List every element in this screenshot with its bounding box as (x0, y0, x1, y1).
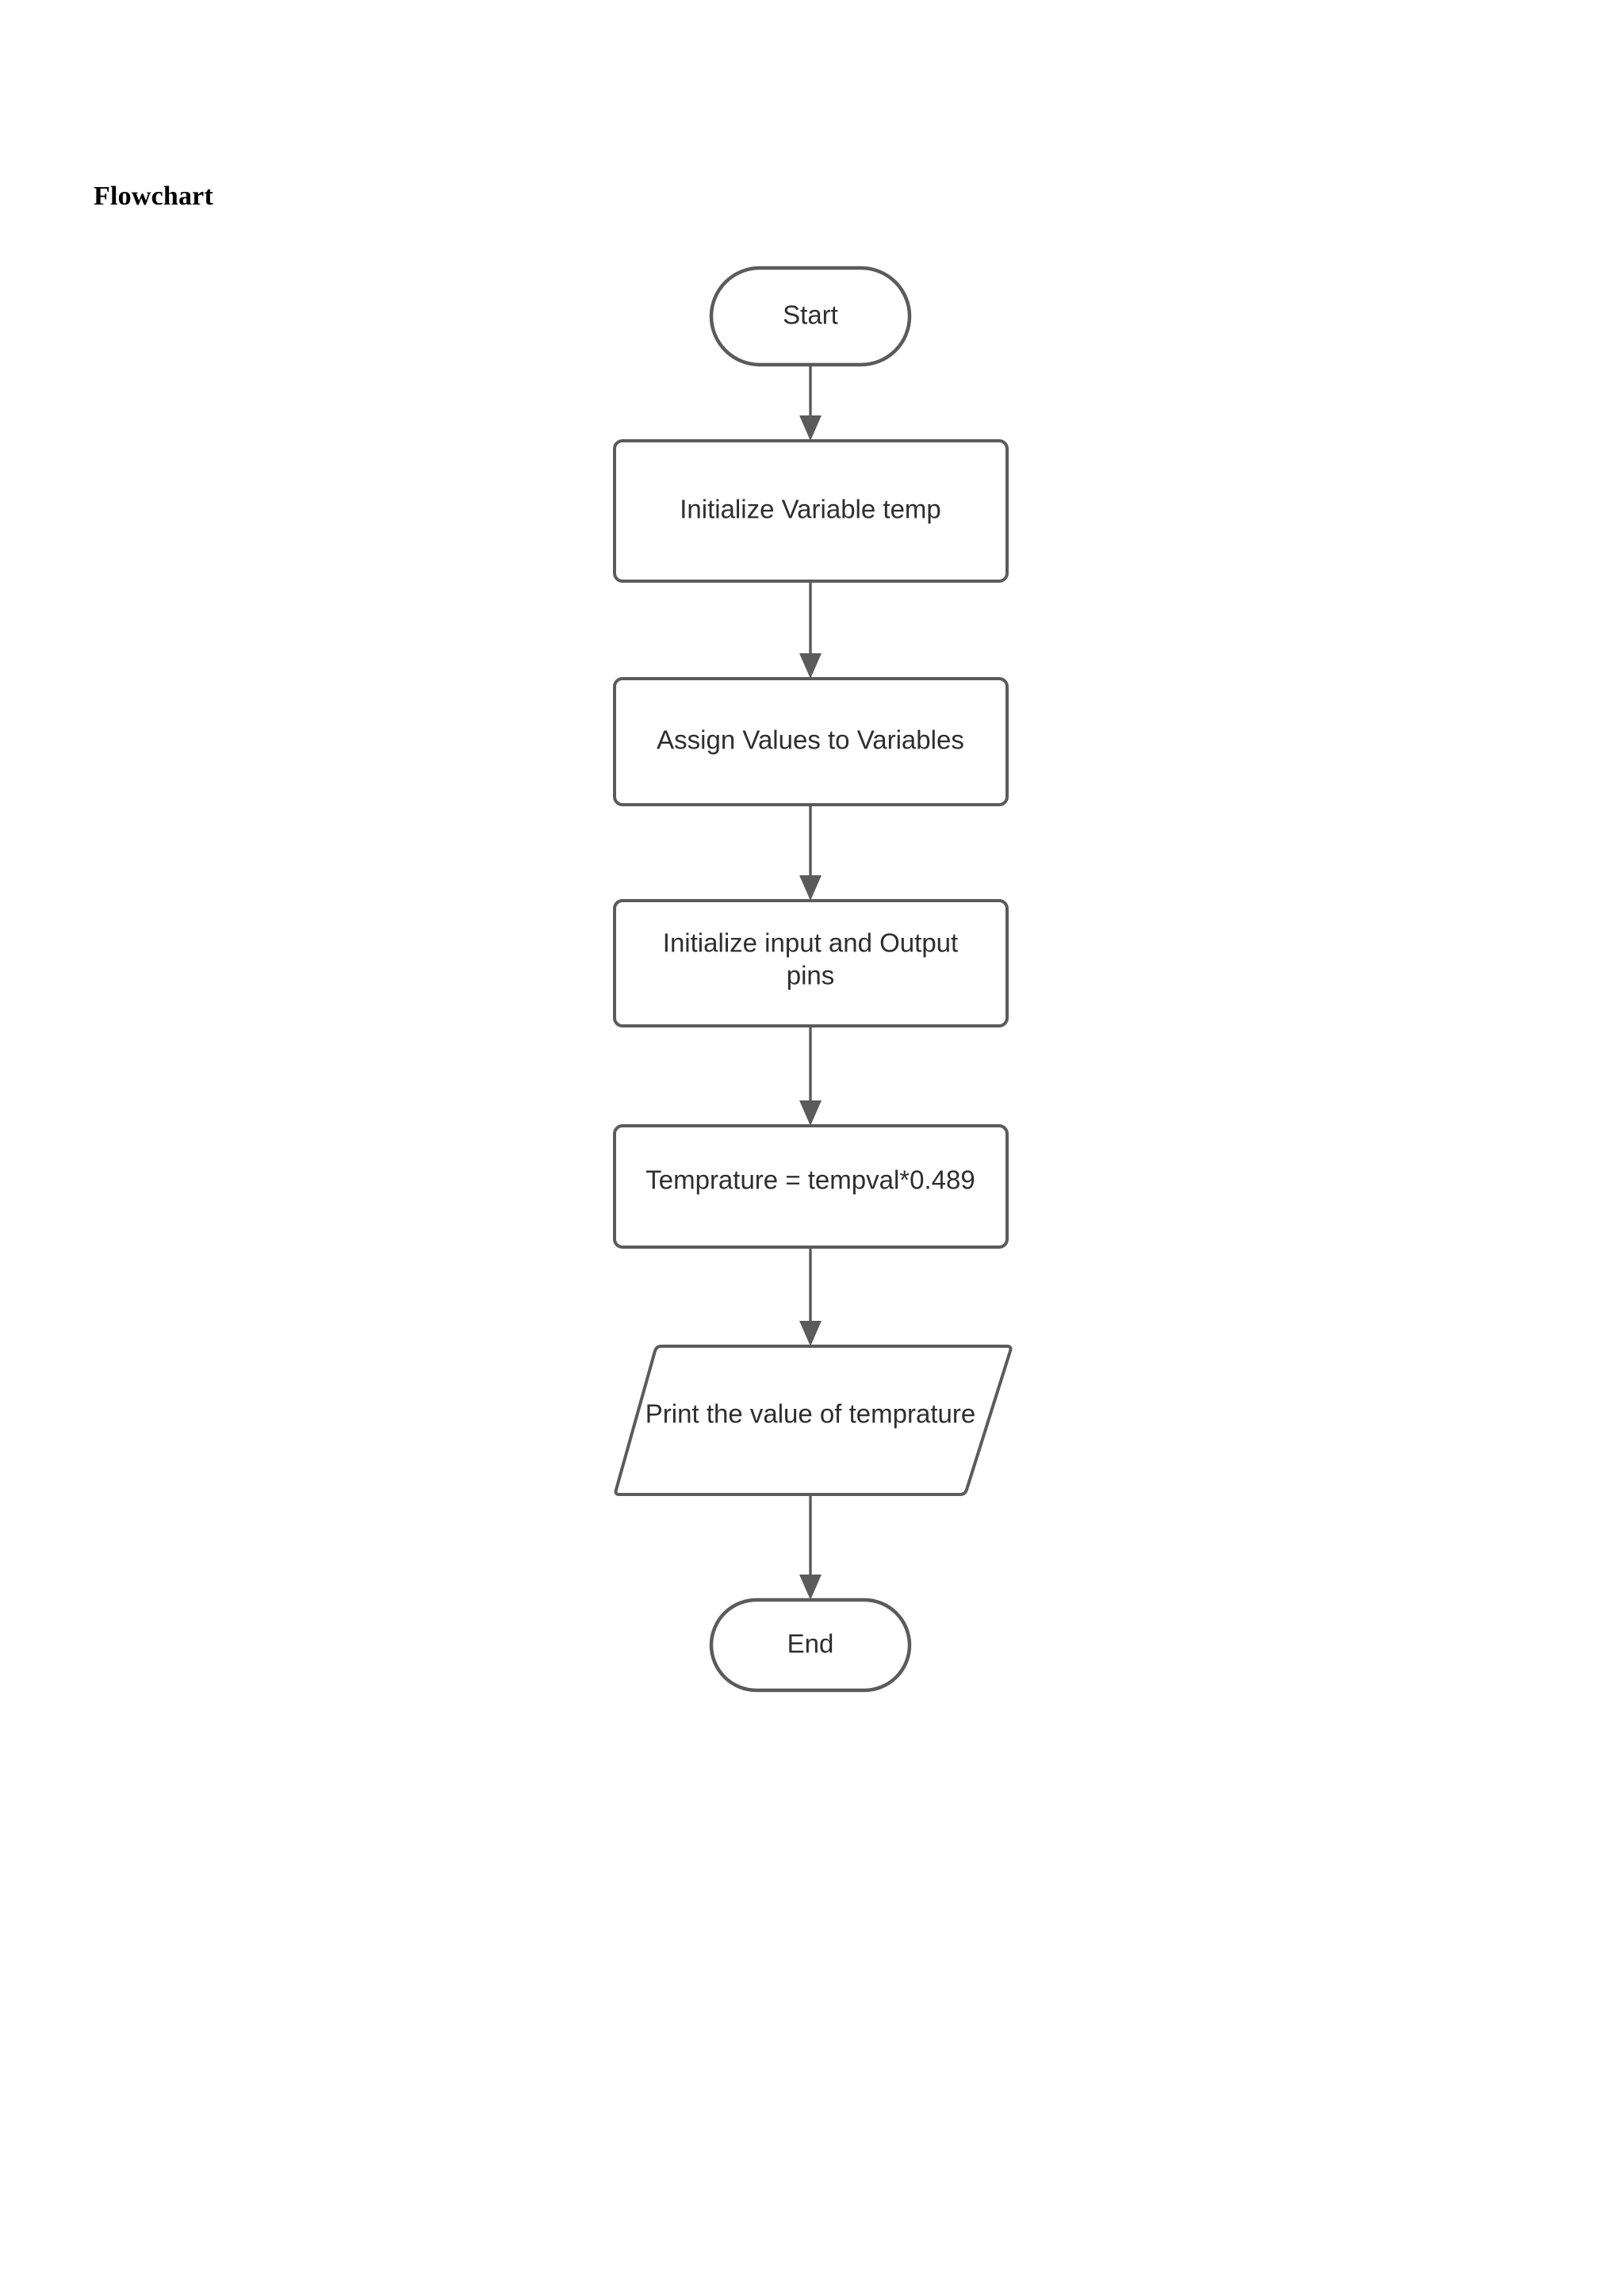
node-assign-values[interactable]: Assign Values to Variables (613, 677, 1009, 806)
node-initialize-pins-label-line2: pins (787, 961, 835, 990)
node-assign-values-label: Assign Values to Variables (657, 725, 964, 755)
page-title: Flowchart (94, 182, 213, 211)
node-print-output-label: Print the value of temprature (645, 1399, 975, 1429)
connector-init-to-assign (799, 581, 822, 679)
node-end-shape[interactable] (709, 1598, 912, 1693)
node-initialize-pins-label-line1: Initialize input and Output (663, 928, 958, 958)
node-temperature-formula-shape[interactable] (613, 1124, 1009, 1249)
connector-print-to-end (799, 1494, 822, 1600)
connector-assign-to-pins (799, 805, 822, 901)
node-end[interactable]: End (709, 1598, 912, 1693)
connector-start-to-init (799, 365, 822, 441)
node-initialize-pins-shape[interactable] (613, 899, 1009, 1027)
node-start-shape[interactable] (709, 266, 912, 367)
node-initialize-variable-shape[interactable] (613, 439, 1009, 583)
node-temperature-formula[interactable]: Temprature = tempval*0.489 (613, 1124, 1009, 1249)
node-start-label: Start (783, 300, 838, 330)
node-initialize-pins[interactable]: Initialize input and Output pins (613, 899, 1009, 1027)
connector-formula-to-print (799, 1247, 822, 1346)
node-print-output[interactable]: Print the value of temprature (614, 1345, 1013, 1496)
node-temperature-formula-label: Temprature = tempval*0.489 (645, 1165, 975, 1195)
node-print-output-shape[interactable] (614, 1345, 1013, 1496)
node-initialize-variable[interactable]: Initialize Variable temp (613, 439, 1009, 583)
node-assign-values-shape[interactable] (613, 677, 1009, 806)
node-initialize-variable-label: Initialize Variable temp (680, 495, 941, 524)
connector-pins-to-formula (799, 1026, 822, 1126)
node-end-label: End (787, 1629, 834, 1659)
node-start[interactable]: Start (709, 266, 912, 367)
